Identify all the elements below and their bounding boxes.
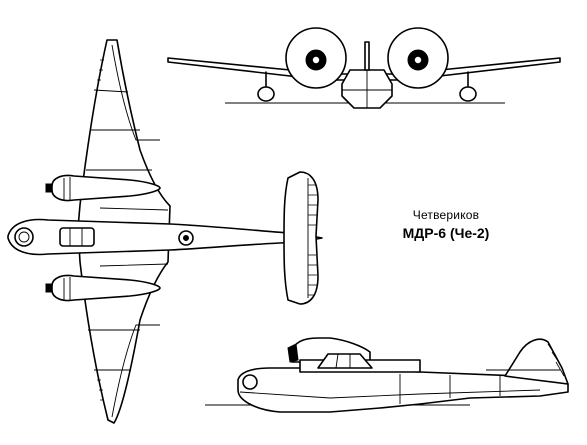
aircraft-model: МДР-6 (Че-2)	[402, 225, 490, 241]
wing-leading-edge-hatching	[97, 59, 104, 401]
aircraft-caption: Четвериков МДР-6 (Че-2)	[386, 208, 506, 241]
rudder-ribs	[547, 343, 565, 377]
front-hull-chine	[342, 70, 392, 108]
side-hull-panels	[399, 374, 501, 404]
side-engine-cowl	[287, 343, 299, 363]
top-view	[7, 39, 323, 424]
left-float	[257, 86, 275, 102]
designer-name: Четвериков	[412, 208, 480, 222]
nacelle-cowl-rings	[63, 177, 71, 301]
cockpit-frames	[69, 228, 83, 246]
nose-turret	[14, 227, 34, 247]
right-spinner	[413, 55, 423, 65]
plan-fuselage	[7, 218, 323, 256]
right-float	[459, 86, 477, 102]
side-nose-turret	[242, 374, 258, 390]
elevator-ribs	[308, 184, 317, 296]
side-view	[205, 337, 569, 413]
side-hull	[237, 367, 569, 413]
front-view	[167, 27, 561, 109]
side-canopy	[317, 353, 373, 369]
side-hull-chine	[239, 389, 541, 399]
nose-turret-ring	[18, 231, 30, 243]
lower-propeller-hub	[45, 283, 53, 293]
wing-aileron-lower	[111, 324, 160, 418]
wing-rivet-lines	[99, 207, 169, 267]
plan-tailplane	[283, 171, 319, 305]
wing-aileron-upper	[111, 44, 160, 141]
lower-nacelle	[51, 274, 161, 302]
left-spinner	[311, 55, 321, 65]
dorsal-turret-hub	[183, 235, 189, 241]
cockpit-canopy-plan	[59, 227, 95, 247]
side-canopy-frames	[335, 353, 351, 369]
upper-nacelle	[51, 174, 161, 202]
upper-propeller-hub	[45, 183, 53, 193]
front-fin	[364, 41, 370, 71]
